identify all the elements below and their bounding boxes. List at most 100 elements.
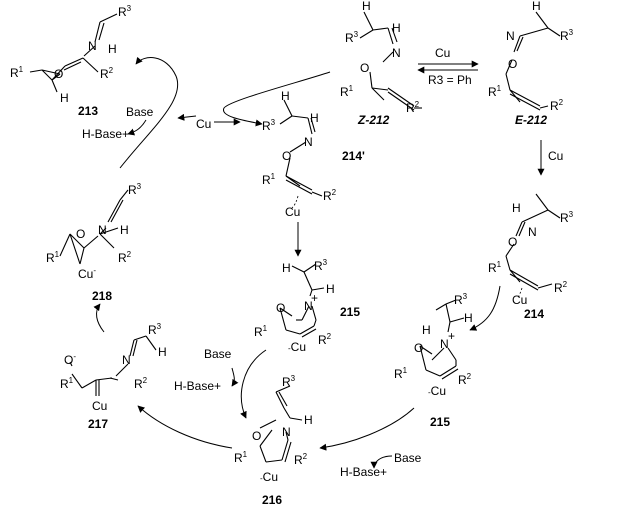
svg-text:Cu: Cu	[512, 293, 527, 307]
compound-215-right: H R3 H N + O R1 R2 -Cu 215	[394, 292, 473, 429]
svg-text:H: H	[120, 223, 129, 237]
label-213: 213	[78, 104, 98, 118]
reagent-cu-center: Cu	[196, 117, 211, 131]
svg-text:R1: R1	[394, 366, 408, 381]
arrow-216-to-217	[137, 405, 233, 449]
svg-text:O: O	[414, 341, 423, 355]
svg-text:O: O	[276, 301, 285, 315]
svg-text:H: H	[310, 111, 319, 125]
svg-text:O: O	[360, 61, 369, 75]
svg-text:R2: R2	[554, 280, 568, 295]
svg-text:N: N	[392, 46, 401, 60]
label-z-212: Z-212	[357, 113, 390, 127]
compound-z-212: H R3 H N O R1 R2 Z-212	[340, 0, 422, 127]
label-217: 217	[88, 417, 108, 431]
svg-text:H: H	[158, 345, 167, 359]
arrow-217-to-218	[93, 303, 105, 333]
svg-text:R1: R1	[488, 84, 502, 99]
svg-text:R3: R3	[148, 322, 162, 337]
svg-text:H: H	[281, 89, 290, 103]
compound-214-prime: H R3 H N O R1 R2 Cu 214'	[262, 89, 365, 219]
svg-text:R2: R2	[294, 452, 308, 467]
equilibrium-z-e: Cu R3 = Ph	[417, 46, 479, 87]
svg-text:Cu-: Cu-	[78, 266, 96, 281]
arrow-215r-to-216	[319, 407, 415, 451]
reagent-hbase-center: H-Base+	[174, 379, 221, 393]
arrow-base-in-right	[370, 455, 393, 469]
compound-213: R3 N H R1 O R2 H 213	[10, 4, 132, 118]
svg-text:N: N	[304, 135, 313, 149]
label-e-212: E-212	[515, 113, 547, 127]
svg-text:N: N	[304, 299, 313, 313]
svg-text:O-: O-	[64, 352, 76, 367]
svg-text:R3: R3	[128, 182, 142, 197]
svg-text:R3: R3	[314, 258, 328, 273]
svg-text:+: +	[448, 329, 455, 343]
eq-reagent-cu: Cu	[435, 46, 450, 60]
svg-text:Cu: Cu	[285, 205, 300, 219]
arrow-base-in-top	[127, 119, 147, 136]
compound-214: H R3 N O R1 R2 Cu 214	[488, 193, 574, 321]
svg-text:H: H	[512, 201, 521, 215]
svg-text:R3: R3	[345, 30, 359, 45]
label-216: 216	[262, 493, 282, 507]
svg-text:R3: R3	[560, 210, 574, 225]
svg-text:N: N	[98, 223, 107, 237]
svg-text:R1: R1	[488, 260, 502, 275]
svg-text:H: H	[422, 323, 431, 337]
svg-text:R1: R1	[10, 65, 24, 80]
reagent-hbase-top: H-Base+	[82, 127, 129, 141]
svg-text:H: H	[392, 21, 401, 35]
svg-text:R2: R2	[134, 376, 148, 391]
compound-e-212: H R3 N O R1 R2 E-212	[488, 0, 574, 127]
svg-text:O: O	[252, 429, 261, 443]
svg-text:R1: R1	[60, 376, 74, 391]
svg-text:N: N	[282, 425, 291, 439]
svg-text:-Cu: -Cu	[260, 470, 278, 484]
svg-text:R3: R3	[118, 4, 132, 19]
svg-text:H: H	[362, 0, 371, 13]
arrow-cu-release	[177, 113, 197, 121]
svg-text:N: N	[88, 39, 97, 53]
svg-text:R3: R3	[262, 118, 276, 133]
compound-215-center: H R3 H N + O R1 R2 -Cu 215	[254, 258, 360, 354]
svg-text:R1: R1	[46, 250, 60, 265]
reagent-base-right: Base	[394, 451, 422, 465]
svg-text:R1: R1	[340, 84, 354, 99]
svg-text:R2: R2	[550, 98, 564, 113]
reagent-hbase-right: H-Base+	[340, 465, 387, 479]
svg-text:O: O	[282, 149, 291, 163]
svg-text:O: O	[54, 67, 63, 81]
svg-text:R2: R2	[118, 250, 132, 265]
svg-text:N: N	[440, 337, 449, 351]
svg-text:O: O	[508, 57, 517, 71]
svg-text:H: H	[282, 261, 291, 275]
svg-text:O: O	[76, 227, 85, 241]
svg-text:N: N	[506, 29, 515, 43]
label-215-center: 215	[340, 305, 360, 319]
svg-text:N: N	[122, 353, 131, 367]
svg-text:N: N	[528, 225, 537, 239]
svg-text:O: O	[508, 235, 517, 249]
label-214: 214	[524, 307, 544, 321]
svg-text:R2: R2	[100, 66, 114, 81]
svg-text:R2: R2	[318, 332, 332, 347]
compound-217: R3 H N O- R1 R2 Cu 217	[60, 322, 167, 431]
svg-text:R3: R3	[454, 292, 468, 307]
svg-text:-Cu: -Cu	[428, 384, 446, 398]
svg-text:H: H	[60, 91, 69, 105]
svg-text:H: H	[532, 0, 541, 13]
svg-text:+: +	[311, 291, 318, 305]
svg-text:R1: R1	[254, 324, 268, 339]
svg-text:R3: R3	[560, 28, 574, 43]
reagent-base-center: Base	[204, 347, 232, 361]
svg-text:R2: R2	[406, 100, 420, 115]
label-215-right: 215	[430, 415, 450, 429]
reagent-base-top: Base	[126, 105, 154, 119]
eq-condition-r3-ph: R3 = Ph	[428, 73, 472, 87]
arrow-218-to-213	[119, 56, 179, 169]
arrow-214-to-215	[469, 285, 501, 331]
svg-text:R3: R3	[282, 374, 296, 389]
